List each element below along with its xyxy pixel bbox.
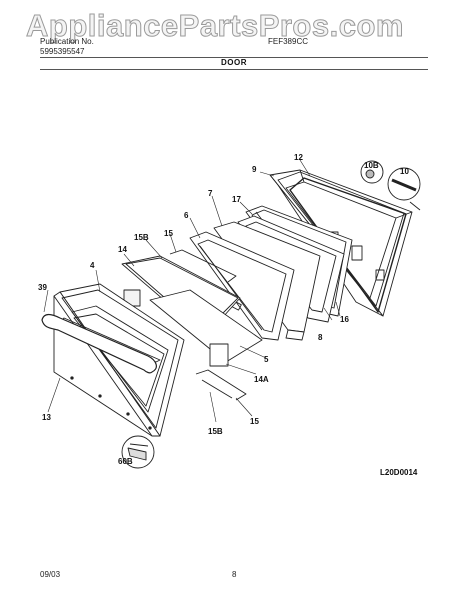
label-part-17: 17 — [232, 195, 241, 204]
part-screw-60b — [121, 435, 155, 469]
label-part-4: 4 — [90, 261, 95, 270]
part-channel-bottom — [195, 369, 247, 401]
label-part-10: 10 — [400, 167, 409, 176]
part-gasket — [289, 177, 407, 313]
label-part-14a: 14A — [254, 375, 269, 384]
leader-lines — [43, 159, 341, 423]
part-screw-10b — [360, 160, 384, 184]
label-part-6: 6 — [184, 211, 189, 220]
part-glass-retainer — [189, 231, 295, 341]
label-part-15b-top: 15B — [134, 233, 149, 242]
label-part-13: 13 — [42, 413, 51, 422]
publication-number: 5995395547 — [40, 47, 85, 56]
part-door-handle — [41, 313, 157, 374]
part-insulation-strip — [209, 343, 229, 367]
model-number: FEF389CC — [268, 37, 309, 46]
label-part-5: 5 — [264, 355, 269, 364]
label-part-9: 9 — [252, 165, 257, 174]
diagram-code: L20D0014 — [380, 468, 418, 477]
label-part-8: 8 — [318, 333, 323, 342]
label-part-14: 14 — [118, 245, 127, 254]
label-part-10b: 10B — [364, 161, 379, 170]
footer-page-number: 8 — [232, 570, 237, 579]
label-part-15-top: 15 — [164, 229, 173, 238]
footer-date: 09/03 — [40, 570, 61, 579]
label-part-12: 12 — [294, 153, 303, 162]
header-rule-top — [40, 57, 428, 58]
label-part-7: 7 — [208, 189, 213, 198]
label-part-39: 39 — [38, 283, 47, 292]
header-rule-bottom — [40, 69, 428, 70]
watermark-logo: AppliancePartsPros.com — [26, 8, 404, 44]
label-part-16: 16 — [340, 315, 349, 324]
label-part-15-bottom: 15 — [250, 417, 259, 426]
publication-label: Publication No. — [40, 37, 94, 46]
label-part-60b: 60B — [118, 457, 133, 466]
part-hinge-10 — [387, 167, 421, 211]
part-panel-shield — [149, 289, 263, 363]
label-part-15b-bottom: 15B — [208, 427, 223, 436]
section-title: DOOR — [221, 58, 247, 67]
